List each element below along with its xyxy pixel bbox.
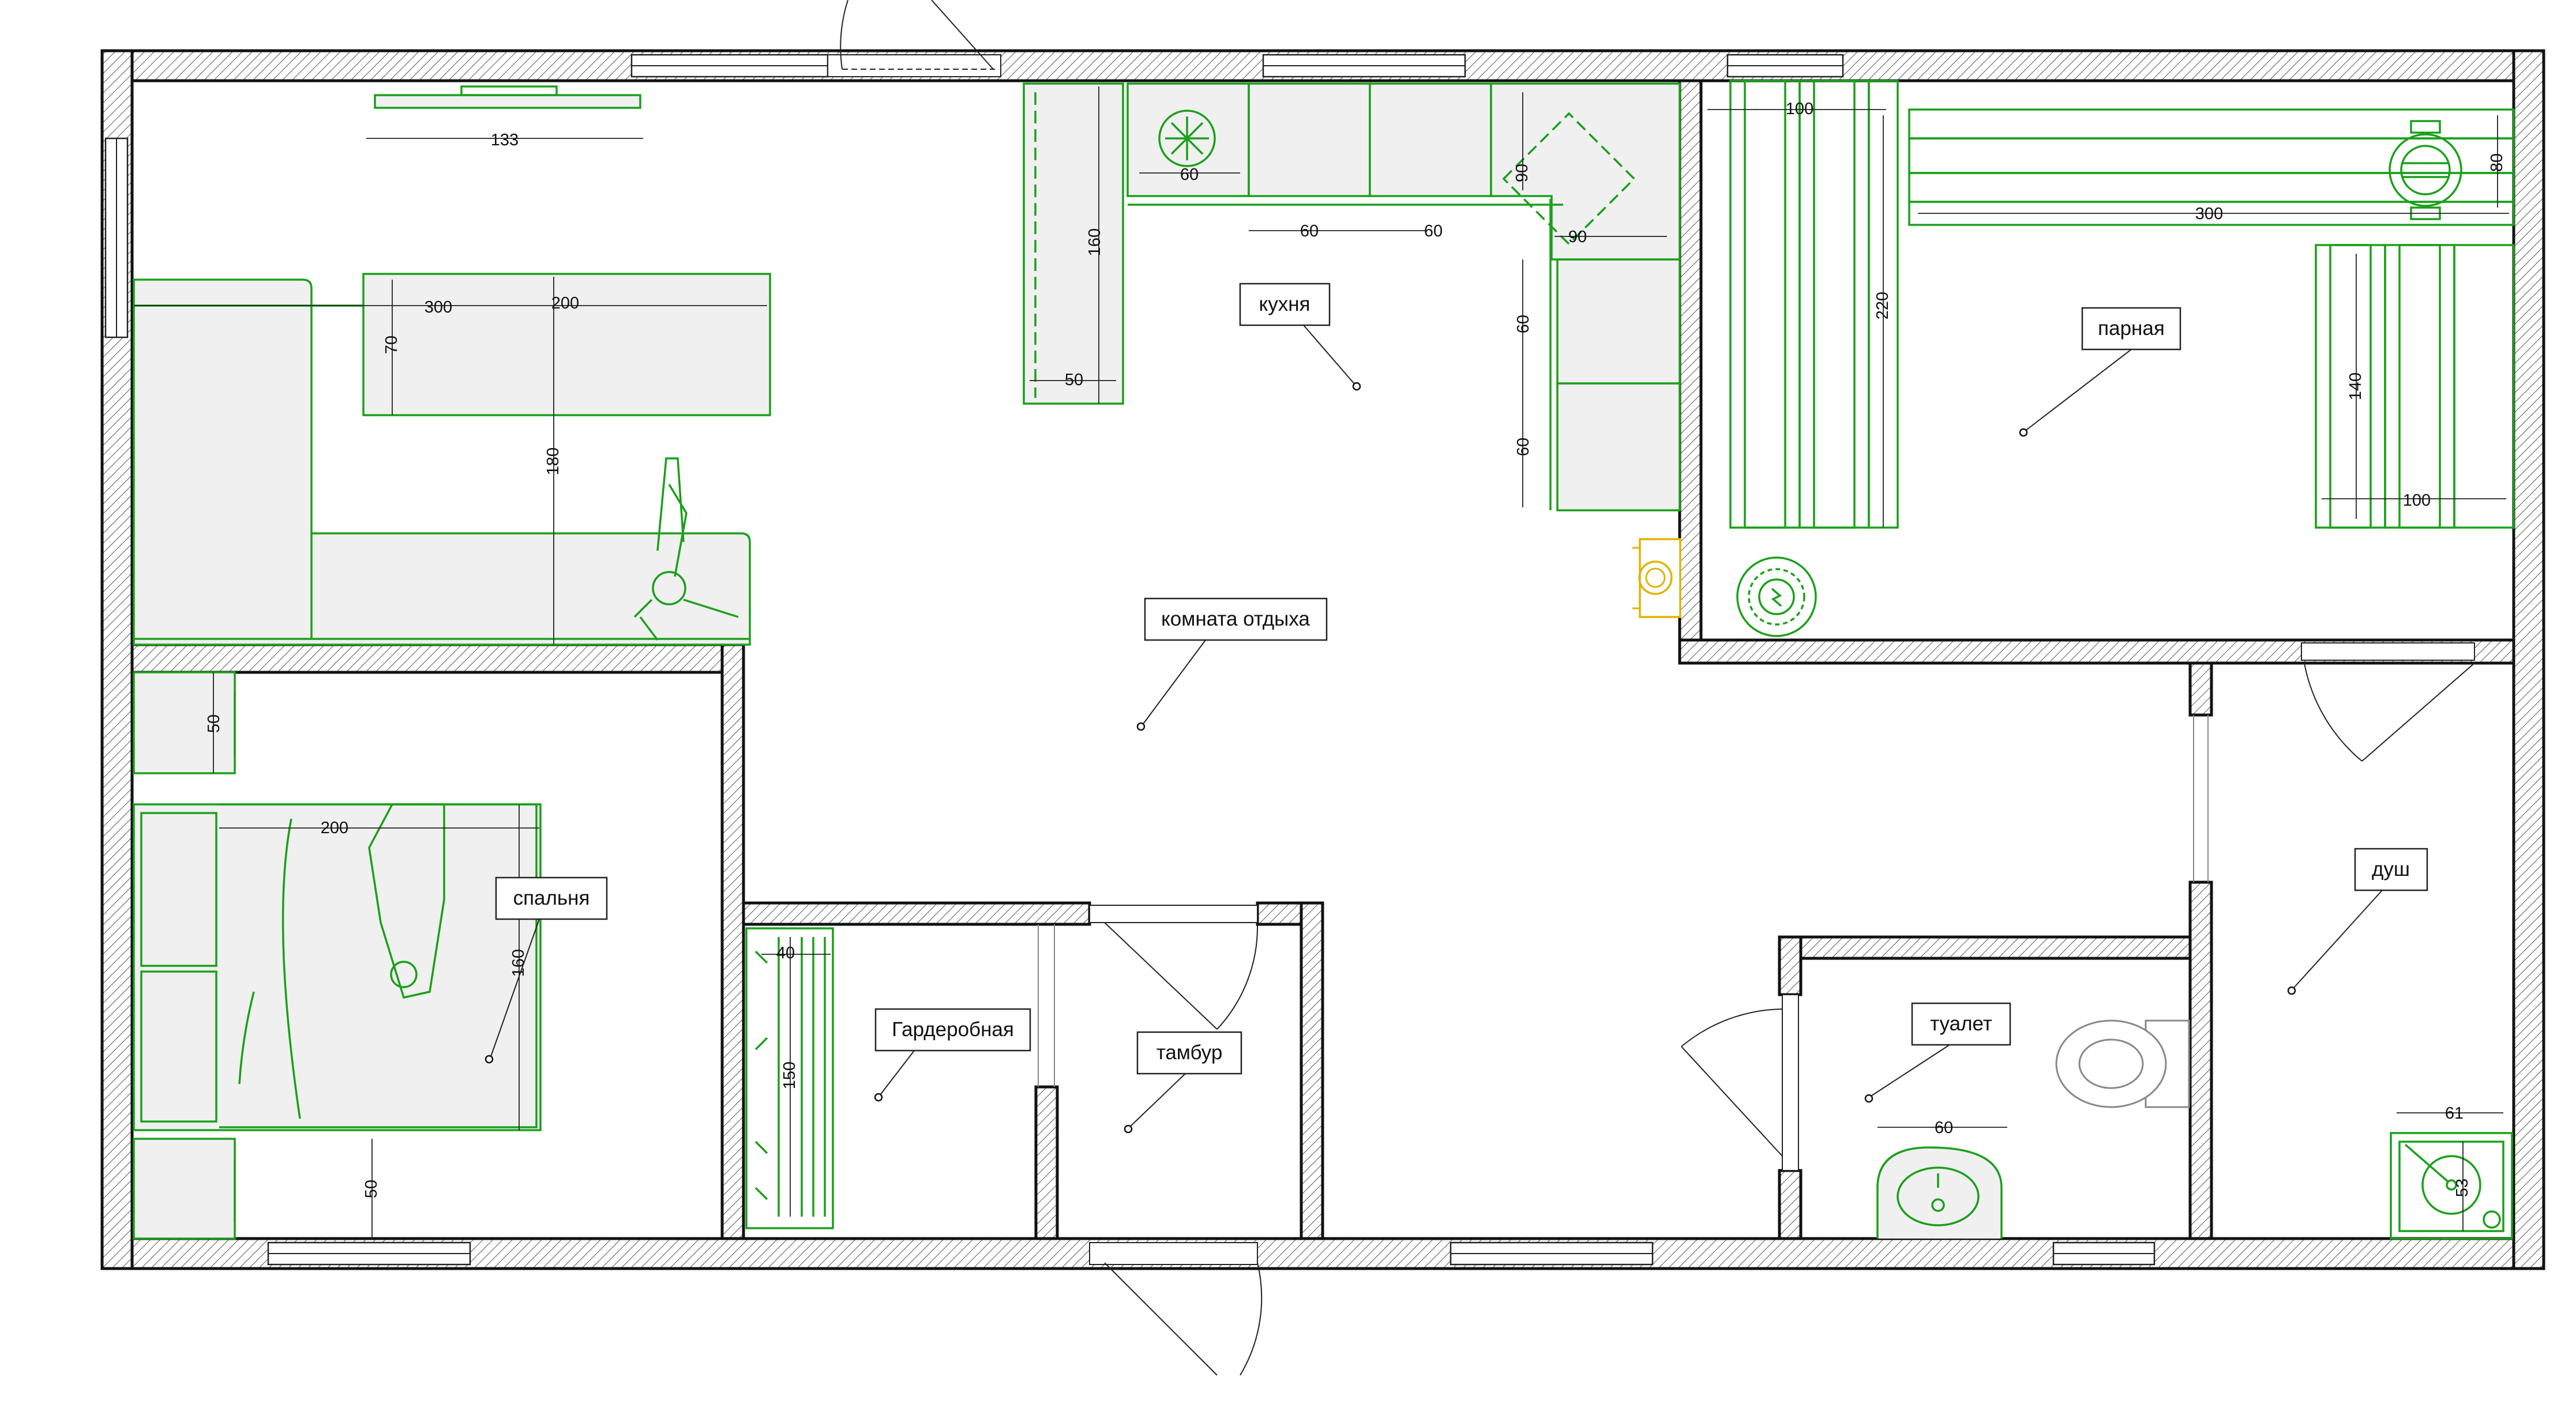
dim-corner-depth: 90 [1513, 164, 1531, 182]
snowflake-icon [1158, 110, 1216, 167]
tv [374, 94, 641, 109]
coffee-table [362, 273, 771, 416]
dim-sink-width: 60 [1935, 1119, 1953, 1137]
label-toilet: туалет [1864, 1002, 2011, 1103]
steam-room-furniture [1729, 80, 2515, 637]
label-shower-text: душ [2372, 858, 2410, 880]
wardrobe-furniture [745, 927, 834, 1229]
sofa [133, 279, 751, 646]
wardrobe-wall-top [742, 901, 1091, 926]
bedroom-wall-top [130, 643, 745, 674]
dim-bench-height: 220 [1873, 292, 1892, 319]
toilet-icon [2055, 1019, 2190, 1108]
bedroom-wall-right [720, 643, 745, 1240]
nightstand-bottom [133, 1138, 236, 1240]
dim-bed-width: 160 [509, 949, 528, 977]
dim-bed-length: 200 [321, 819, 348, 837]
label-bedroom-text: спальня [513, 887, 590, 909]
label-toilet-text: туалет [1930, 1013, 1992, 1035]
shower-wall-left-lower [2188, 880, 2213, 1240]
label-wardrobe-text: Гардеробная [892, 1018, 1014, 1041]
dim-bench-long: 300 [2195, 205, 2223, 223]
dim-tray-width: 61 [2445, 1104, 2464, 1123]
toilet-wall-top [1778, 935, 2192, 960]
bed [133, 803, 542, 1131]
dim-rack-length: 150 [780, 1062, 799, 1089]
windows [104, 54, 2156, 1266]
dim-tv-width: 133 [491, 131, 519, 149]
counter-module-2 [1369, 82, 1492, 197]
label-shower: душ [2287, 848, 2428, 995]
boiler-icon [1632, 538, 1681, 618]
dim-rack-depth: 40 [776, 944, 795, 962]
dim-counter-d: 60 [1514, 438, 1533, 456]
sleeping-person-icon [368, 803, 445, 999]
label-vestibule-text: тамбур [1156, 1041, 1223, 1064]
dim-bench-depth: 80 [2488, 153, 2506, 172]
label-wardrobe: Гардеробная [874, 1008, 1031, 1102]
room-labels: кухня парная комната отдыха спальня Гард… [485, 283, 2428, 1134]
label-steam-room-text: парная [2098, 317, 2165, 340]
dim-fridge-width: 60 [1180, 165, 1199, 184]
outer-wall-right [2512, 49, 2545, 1270]
dimension-labels: 133 60 160 50 60 60 90 90 60 60 300 200 … [205, 100, 2506, 1198]
dim-counter-a: 60 [1300, 222, 1319, 240]
counter-module-1 [1248, 82, 1371, 197]
dim-table-length: 200 [551, 294, 579, 313]
label-kitchen-text: кухня [1259, 293, 1310, 315]
stove-icon [1736, 556, 1817, 637]
toilet-wall-left-upper [1778, 935, 1803, 996]
dim-nightstand-top: 50 [205, 714, 223, 733]
shower-wall-left-upper [2188, 661, 2213, 717]
dim-bench-width: 100 [1786, 100, 1813, 118]
dim-island-width: 50 [1065, 371, 1083, 389]
bedroom-furniture [133, 671, 542, 1240]
heater-icon [2389, 120, 2462, 220]
dim-table-depth: 70 [382, 336, 401, 354]
vestibule-wall-right [1300, 901, 1324, 1240]
label-lounge-text: комната отдыха [1161, 608, 1310, 630]
lounge-furniture [133, 85, 771, 646]
toilet-fixtures [1876, 1019, 2190, 1239]
dim-island-length: 160 [1086, 228, 1104, 256]
dim-bench-right-width: 100 [2403, 491, 2431, 510]
dim-tray-depth: 53 [2453, 1179, 2472, 1197]
kitchen-island [1023, 82, 1124, 405]
label-bedroom: спальня [485, 876, 608, 1064]
label-vestibule: тамбур [1124, 1031, 1242, 1134]
dim-bench-right: 140 [2346, 372, 2365, 400]
wardrobe-wall-divider [1034, 1085, 1059, 1240]
dim-sofa-length: 300 [425, 298, 452, 317]
sink-icon [1876, 1146, 2003, 1239]
steam-wall-left [1678, 79, 1703, 665]
dimension-lines [134, 86, 2509, 1239]
toilet-wall-left-lower [1778, 1169, 1803, 1240]
corner-module [1490, 82, 1681, 261]
label-lounge: комната отдыха [1136, 597, 1328, 731]
person-icon [633, 457, 739, 641]
kitchen-furniture [1023, 82, 1681, 511]
shower-tray-icon [2390, 1132, 2513, 1240]
nightstand-top [133, 671, 236, 774]
dim-corner-width: 90 [1568, 228, 1587, 246]
dim-counter-b: 60 [1424, 222, 1443, 240]
counter-module-4 [1556, 382, 1681, 511]
counter-module-3 [1556, 258, 1681, 385]
dim-nightstand-bottom: 50 [362, 1180, 381, 1198]
dim-sofa-depth: 180 [544, 447, 562, 475]
dim-counter-c: 60 [1514, 315, 1533, 333]
doors [827, 0, 2475, 1376]
label-steam-room: парная [2019, 307, 2181, 437]
label-kitchen: кухня [1239, 283, 1361, 391]
